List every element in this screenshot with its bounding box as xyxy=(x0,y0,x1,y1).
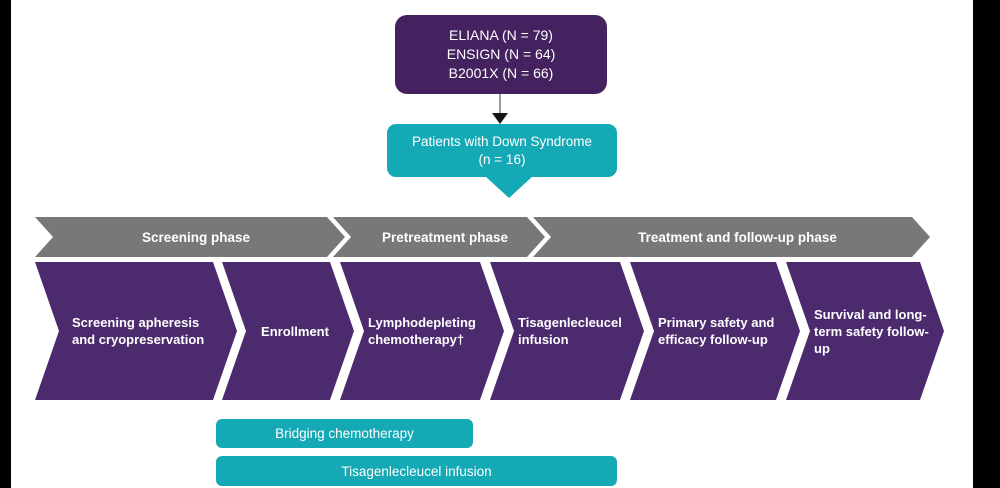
down-syndrome-callout-text: Patients with Down Syndrome (n = 16) xyxy=(411,133,593,167)
process-step-enrollment: Enrollment xyxy=(222,262,354,400)
process-step-screening-apheresis: Screening apheresis and cryopreservation xyxy=(35,262,237,400)
phase-bar-pretreatment: Pretreatment phase xyxy=(333,217,545,257)
source-studies-text: ELIANA (N = 79) ENSIGN (N = 64) B2001X (… xyxy=(446,27,556,81)
process-step-label: Survival and long-term safety follow-up xyxy=(814,306,929,356)
process-step-label: Enrollment xyxy=(261,323,329,339)
process-step-survival-longterm-followup: Survival and long-term safety follow-up xyxy=(786,262,944,400)
tisagenlecleucel-infusion-label: Tisagenlecleucel infusion xyxy=(341,463,492,479)
down-syndrome-callout: Patients with Down Syndrome (n = 16) xyxy=(387,124,617,177)
source-studies-box: ELIANA (N = 79) ENSIGN (N = 64) B2001X (… xyxy=(395,15,607,94)
process-step-label: Screening apheresis and cryopreservation xyxy=(72,315,205,347)
phase-bar-screening-label: Screening phase xyxy=(141,229,251,245)
process-step-tisagenlecleucel-infusion: Tisagenlecleucel infusion xyxy=(490,262,644,400)
callout-tail xyxy=(485,176,533,198)
phase-bar-treatment-followup-label: Treatment and follow-up phase xyxy=(638,229,837,245)
process-step-label: Tisagenlecleucel infusion xyxy=(518,315,622,347)
phase-bar-treatment-followup: Treatment and follow-up phase xyxy=(533,217,930,257)
letterbox-right xyxy=(973,0,1000,488)
process-step-label: Lymphodepleting chemotherapy† xyxy=(368,315,476,347)
process-step-lymphodepleting-chemotherapy: Lymphodepleting chemotherapy† xyxy=(340,262,504,400)
phase-bar-pretreatment-label: Pretreatment phase xyxy=(381,229,509,245)
tisagenlecleucel-infusion-bar: Tisagenlecleucel infusion xyxy=(216,456,617,486)
down-arrow-line xyxy=(499,94,501,115)
down-arrow-head-icon xyxy=(492,113,508,124)
letterbox-left xyxy=(0,0,11,488)
bridging-chemotherapy-bar: Bridging chemotherapy xyxy=(216,419,473,448)
bridging-chemotherapy-label: Bridging chemotherapy xyxy=(275,426,414,441)
phase-bar-screening: Screening phase xyxy=(35,217,345,257)
process-step-primary-safety-followup: Primary safety and efficacy follow-up xyxy=(630,262,800,400)
process-step-label: Primary safety and efficacy follow-up xyxy=(658,315,775,347)
